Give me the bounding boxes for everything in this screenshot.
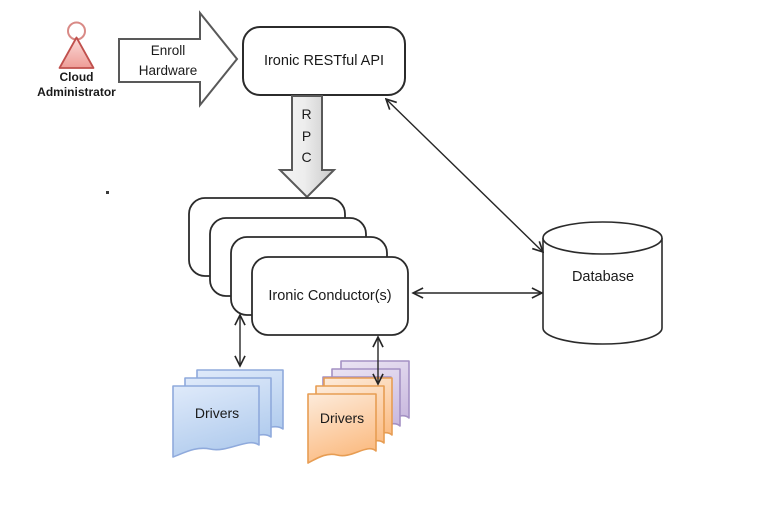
- api-box: [242, 26, 406, 96]
- rpc-block-arrow: [277, 95, 337, 199]
- conductor-stack: [188, 197, 409, 336]
- stray-dot: [106, 191, 109, 194]
- api-database-arrow: [386, 99, 543, 252]
- blue-driver-doc: [172, 385, 260, 458]
- enroll-hardware-block-arrow: [118, 10, 239, 108]
- conductor-box-front: [251, 256, 409, 336]
- actor-body: [58, 36, 95, 69]
- drivers-blue-stack: [172, 369, 284, 458]
- database-cylinder-top: [542, 221, 663, 255]
- drivers-orange-stack: [307, 377, 393, 464]
- connector-arrows: [240, 99, 543, 384]
- cloud-administrator-icon: [58, 21, 95, 69]
- database-cylinder-body: [542, 238, 663, 345]
- database-cylinder: [542, 221, 663, 345]
- orange-driver-doc: [307, 393, 377, 464]
